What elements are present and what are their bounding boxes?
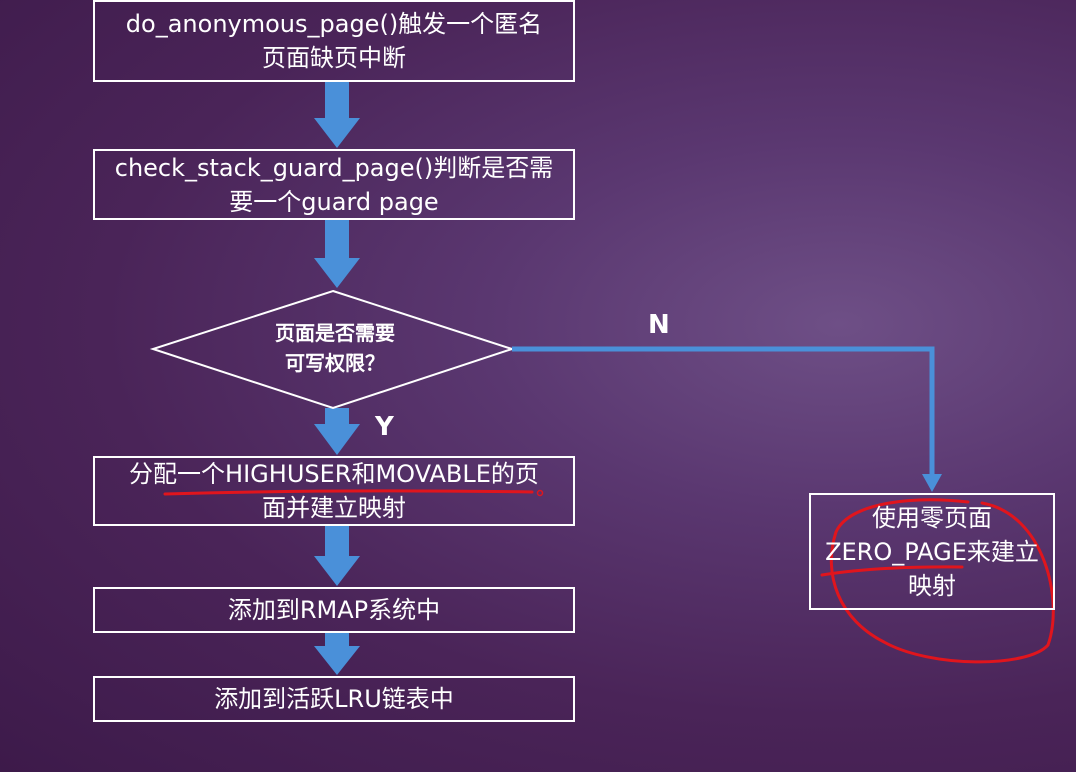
decision-text: 页面是否需要 可写权限？ [225,318,445,378]
down-arrow-4 [314,526,360,586]
no-branch-arrowhead [922,474,942,492]
zero-page-box: 使用零页面 ZERO_PAGE来建立 映射 [809,493,1055,610]
down-arrow-5 [314,633,360,675]
step-add-lru: 添加到活跃LRU链表中 [93,676,575,722]
decision-diamond [149,289,516,410]
step-text-line: check_stack_guard_page()判断是否需 [114,153,554,182]
step-add-rmap: 添加到RMAP系统中 [93,587,575,633]
step-allocate-page: 分配一个HIGHUSER和MOVABLE的页 面并建立映射 [93,456,575,526]
no-branch-line [512,346,935,476]
annotation-underline-zeropage [820,565,964,577]
decision-text-line: 可写权限？ [285,351,385,375]
annotation-dot [536,489,544,497]
annotation-underline-highuser [163,489,534,496]
step-text-line: 分配一个HIGHUSER和MOVABLE的页 [129,460,539,488]
annotation-circle-zeropage [829,498,1055,664]
step-text-line: 面并建立映射 [262,494,406,522]
down-arrow-2 [314,220,360,288]
step-text-line: 要一个guard page [229,187,439,216]
down-arrow-3 [314,408,360,455]
zero-page-text-line: 映射 [908,571,956,600]
step-text-line: do_anonymous_page()触发一个匿名 [125,10,543,38]
step-check-guard-page: check_stack_guard_page()判断是否需 要一个guard p… [93,149,575,220]
step-text-line: 添加到RMAP系统中 [227,596,441,624]
branch-yes-label: Y [375,412,394,442]
step-text-line: 页面缺页中断 [262,44,406,72]
down-arrow-1 [314,82,360,148]
step-text-line: 添加到活跃LRU链表中 [214,685,454,713]
branch-no-label: N [648,310,670,340]
decision-text-line: 页面是否需要 [275,321,395,345]
zero-page-text-line: ZERO_PAGE来建立 [825,537,1039,566]
step-trigger-fault: do_anonymous_page()触发一个匿名 页面缺页中断 [93,0,575,82]
zero-page-text-line: 使用零页面 [872,503,992,532]
